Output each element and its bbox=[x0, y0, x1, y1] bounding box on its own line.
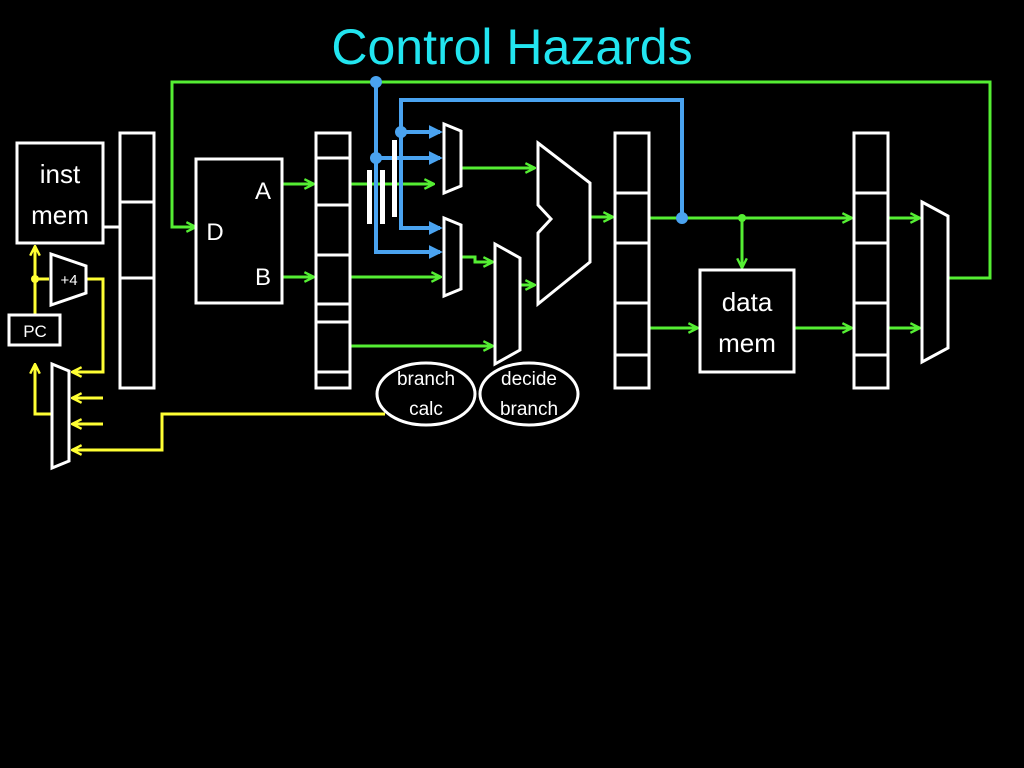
forward-wire-wb-b bbox=[374, 158, 443, 259]
wire-adder-to-mux bbox=[72, 277, 105, 372]
junction-dot bbox=[395, 126, 407, 138]
slide-title: Control Hazards bbox=[331, 19, 693, 75]
if-id-latch bbox=[118, 131, 156, 390]
forwarding-junctions bbox=[370, 76, 688, 224]
labels: inst mem +4 PC D A B data mem branch cal… bbox=[23, 159, 776, 420]
data-mem-box bbox=[698, 268, 796, 374]
stall-bar bbox=[367, 170, 372, 224]
regfile-d-label: D bbox=[206, 219, 223, 246]
decide-branch-label-line1: decide bbox=[501, 369, 557, 390]
plus-four-adder bbox=[49, 251, 88, 308]
inst-mem-label-line1: inst bbox=[40, 159, 81, 189]
stall-bars bbox=[367, 140, 397, 224]
branch-calc-label-line1: branch bbox=[397, 369, 455, 390]
wire-mux-to-pc bbox=[35, 364, 52, 416]
junction-dot bbox=[738, 214, 746, 222]
register-file bbox=[194, 157, 284, 305]
decide-branch-label-line2: branch bbox=[500, 399, 558, 420]
mem-wb-latch bbox=[852, 131, 890, 390]
writeback-mux bbox=[920, 199, 950, 365]
forwarding-wires bbox=[374, 82, 684, 259]
junction-dot bbox=[676, 212, 688, 224]
components bbox=[7, 121, 950, 471]
forward-mux-a bbox=[442, 121, 463, 196]
decide-branch-oval bbox=[478, 361, 580, 427]
junction-dot bbox=[370, 76, 382, 88]
branch-calc-oval bbox=[375, 361, 477, 427]
plus-four-label: +4 bbox=[60, 272, 77, 289]
stall-bar bbox=[392, 140, 397, 217]
forward-mux-b bbox=[442, 215, 463, 299]
wire-mux-b-to-decide bbox=[461, 255, 493, 262]
writeback-wire bbox=[170, 80, 992, 280]
inst-mem-box bbox=[15, 141, 105, 245]
inst-mem-label-line2: mem bbox=[31, 200, 89, 230]
id-ex-latch bbox=[314, 131, 352, 390]
ex-mem-latch bbox=[613, 131, 651, 390]
decide-mux bbox=[493, 241, 522, 367]
alu bbox=[536, 139, 592, 308]
stall-bar bbox=[380, 170, 385, 224]
junction-dot bbox=[31, 275, 39, 283]
junction-dot bbox=[370, 152, 382, 164]
pc-box bbox=[7, 313, 62, 347]
regfile-b-label: B bbox=[255, 264, 271, 291]
pc-label: PC bbox=[23, 322, 47, 341]
wire-branch-target bbox=[72, 412, 385, 450]
data-mem-label-line1: data bbox=[722, 287, 773, 317]
branch-calc-label-line2: calc bbox=[409, 399, 443, 420]
regfile-a-label: A bbox=[255, 178, 271, 205]
data-mem-label-line2: mem bbox=[718, 328, 776, 358]
forward-wire-mem-b bbox=[399, 132, 443, 235]
pc-mux bbox=[50, 361, 71, 471]
datapath-wires bbox=[170, 80, 992, 346]
forward-wire-mem bbox=[399, 98, 684, 218]
